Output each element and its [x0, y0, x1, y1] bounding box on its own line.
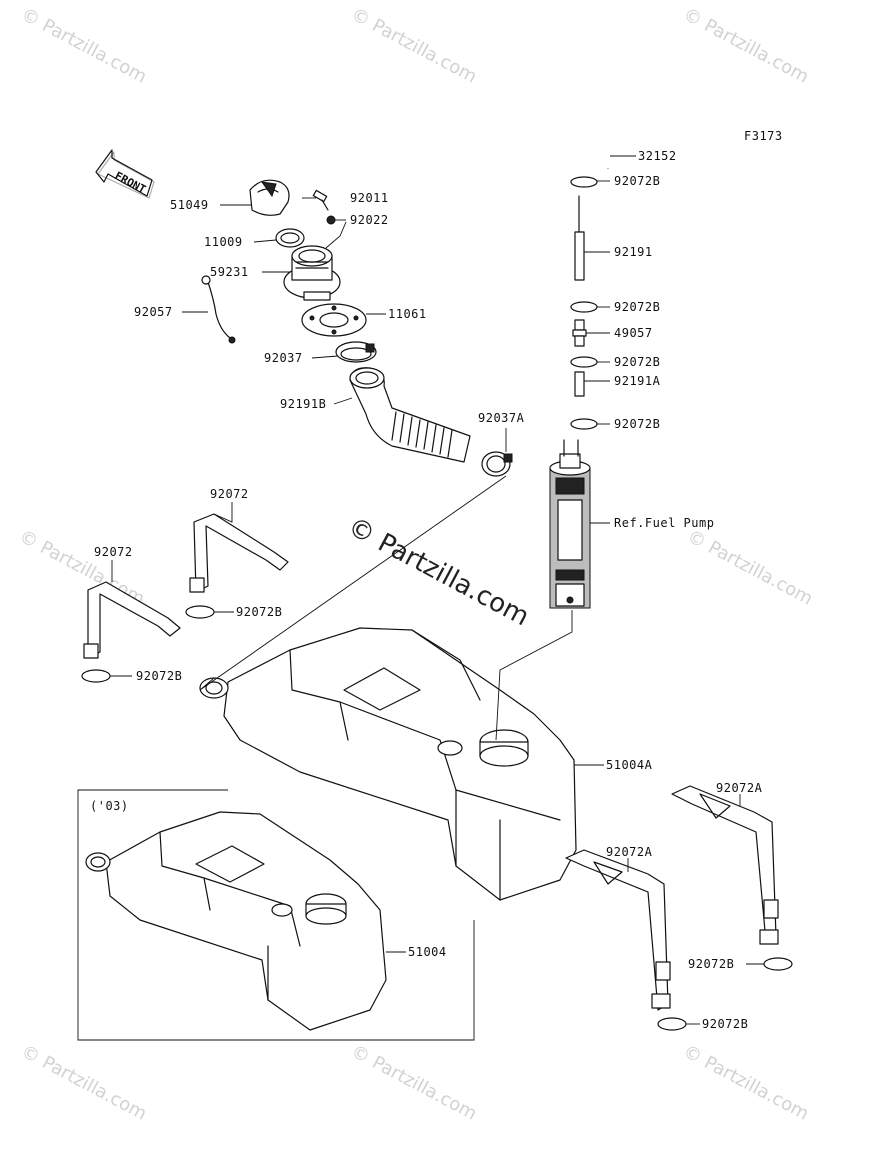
watermark: © Partzilla.com: [18, 4, 151, 88]
gasket: [301, 303, 367, 337]
bellows-hose: [349, 367, 471, 463]
part-label-92022: 92022: [350, 213, 389, 227]
filler-cap: [249, 179, 290, 216]
part-label-ref-fuel-pump: Ref.Fuel Pump: [614, 516, 714, 530]
leader-lines: [110, 155, 764, 1025]
vent-tube: [574, 231, 585, 281]
part-label-92191: 92191: [614, 245, 653, 259]
part-label-92072b: 92072B: [688, 957, 734, 971]
part-label-92072: 92072: [94, 545, 133, 559]
part-label-92072b: 92072B: [702, 1017, 748, 1031]
part-label-51049: 51049: [170, 198, 209, 212]
part-label-92011: 92011: [350, 191, 389, 205]
part-label-92072b: 92072B: [236, 605, 282, 619]
clip-ring: [570, 301, 598, 313]
clip-ring: [81, 669, 111, 683]
variant-box: ('03): [77, 789, 475, 1041]
part-label-92072b: 92072B: [614, 174, 660, 188]
o-ring: [275, 228, 305, 248]
part-label-92072a: 92072A: [606, 845, 653, 859]
part-label-92191b: 92191B: [280, 397, 326, 411]
clip-ring: [657, 1017, 687, 1031]
part-label-92191a: 92191A: [614, 374, 661, 388]
part-label-92057: 92057: [134, 305, 173, 319]
tank-strap: [189, 513, 289, 593]
part-label-51004: 51004: [408, 945, 447, 959]
clip-ring: [570, 176, 598, 188]
part-label-92072b: 92072B: [614, 300, 660, 314]
fuel-tank-03: [85, 811, 387, 1031]
tether-strap: [201, 275, 236, 344]
diagram-code: F3173: [744, 129, 783, 143]
bolt: [312, 189, 329, 211]
part-label-49057: 49057: [614, 326, 653, 340]
tank-strap-a: [671, 785, 779, 945]
clip-ring: [185, 605, 215, 619]
vent-line: [578, 130, 610, 179]
clip-ring: [570, 418, 598, 430]
hose-clamp: [335, 341, 377, 363]
tank-strap-a: [565, 849, 671, 1011]
check-valve: [572, 319, 587, 347]
part-label-11061: 11061: [388, 307, 427, 321]
hose-clamp-a: [481, 451, 513, 477]
part-label-92072b: 92072B: [614, 355, 660, 369]
part-label-59231: 59231: [210, 265, 249, 279]
vent-tube-a: [574, 371, 585, 397]
part-label-92037: 92037: [264, 351, 303, 365]
tank-strap: [83, 581, 181, 659]
watermark: © Partzilla.com: [680, 4, 813, 88]
part-label-92072a: 92072A: [716, 781, 763, 795]
part-label-32152: 32152: [638, 149, 677, 163]
front-arrow-icon: FRONT: [95, 149, 155, 199]
part-label-51004a: 51004A: [606, 758, 653, 772]
fuel-tank-main: [199, 627, 577, 901]
clip-ring: [763, 957, 793, 971]
part-label-92072: 92072: [210, 487, 249, 501]
clip-ring: [570, 356, 598, 368]
part-label-92072b: 92072B: [614, 417, 660, 431]
watermark: © Partzilla.com: [684, 526, 817, 610]
part-label-92072b: 92072B: [136, 669, 182, 683]
filler-neck: [283, 245, 341, 301]
fuel-pump: [549, 439, 591, 609]
variant-box-label: ('03): [90, 799, 129, 813]
part-label-11009: 11009: [204, 235, 243, 249]
watermark: © Partzilla.com: [680, 1041, 813, 1125]
watermark: © Partzilla.com: [18, 1041, 151, 1125]
watermark: © Partzilla.com: [348, 4, 481, 88]
washer: [326, 215, 336, 225]
watermark-center: © Partzilla.com: [343, 512, 534, 633]
watermark: © Partzilla.com: [348, 1041, 481, 1125]
part-labels: 32152 92072B 92191 92072B 49057 92072B 9…: [94, 149, 763, 1031]
part-label-92037a: 92037A: [478, 411, 525, 425]
